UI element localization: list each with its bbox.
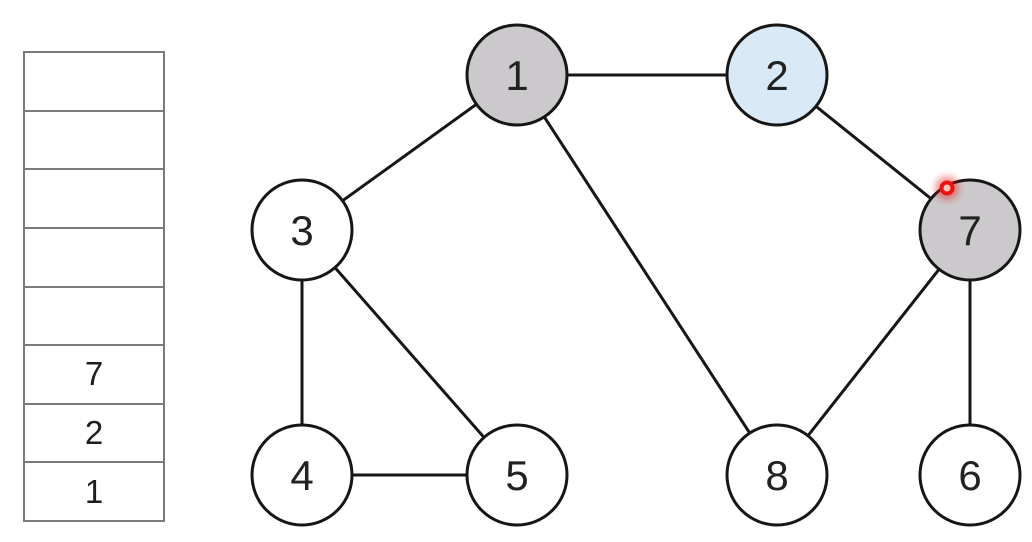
node-label-7: 7 bbox=[958, 207, 981, 254]
node-label-2: 2 bbox=[765, 52, 788, 99]
node-circle-1[interactable] bbox=[465, 23, 569, 127]
node-circle-6[interactable] bbox=[918, 423, 1022, 527]
edge-1-8 bbox=[515, 73, 779, 477]
graph-node-7[interactable]: 7 bbox=[918, 178, 1022, 282]
node-label-3: 3 bbox=[290, 207, 313, 254]
stack-cell-5 bbox=[25, 288, 163, 347]
nodes-layer: 1 2 3 7 4 5 8 6 bbox=[250, 23, 1022, 527]
graph-node-6[interactable]: 6 bbox=[918, 423, 1022, 527]
edges-layer bbox=[300, 73, 972, 477]
click-indicator-icon bbox=[939, 180, 955, 196]
node-circle-5[interactable] bbox=[465, 423, 569, 527]
node-circle-2[interactable] bbox=[725, 23, 829, 127]
node-label-5: 5 bbox=[505, 452, 528, 499]
edge-7-8 bbox=[775, 228, 972, 477]
graph-node-4[interactable]: 4 bbox=[250, 423, 354, 527]
pointer-layer bbox=[935, 176, 959, 200]
stack-cell-8: 1 bbox=[84, 472, 104, 510]
graph-node-1[interactable]: 1 bbox=[465, 23, 569, 127]
graph-node-2[interactable]: 2 bbox=[725, 23, 829, 127]
graph-node-5[interactable]: 5 bbox=[465, 423, 569, 527]
stack-cell-2 bbox=[25, 112, 163, 171]
edge-3-5 bbox=[300, 228, 519, 477]
stack-cell-4 bbox=[25, 229, 163, 288]
stack-cell-1 bbox=[25, 53, 163, 112]
node-label-1: 1 bbox=[505, 52, 528, 99]
stack-cell-7: 2 bbox=[25, 405, 163, 464]
graph-node-8[interactable]: 8 bbox=[725, 423, 829, 527]
stack-cell-6: 7 bbox=[25, 346, 163, 405]
node-circle-4[interactable] bbox=[250, 423, 354, 527]
stack-cell-3 bbox=[25, 170, 163, 229]
node-circle-3[interactable] bbox=[250, 178, 354, 282]
node-label-6: 6 bbox=[958, 452, 981, 499]
node-label-4: 4 bbox=[290, 452, 313, 499]
node-circle-7[interactable] bbox=[918, 178, 1022, 282]
node-label-8: 8 bbox=[765, 452, 788, 499]
graph-node-3[interactable]: 3 bbox=[250, 178, 354, 282]
node-circle-8[interactable] bbox=[725, 423, 829, 527]
